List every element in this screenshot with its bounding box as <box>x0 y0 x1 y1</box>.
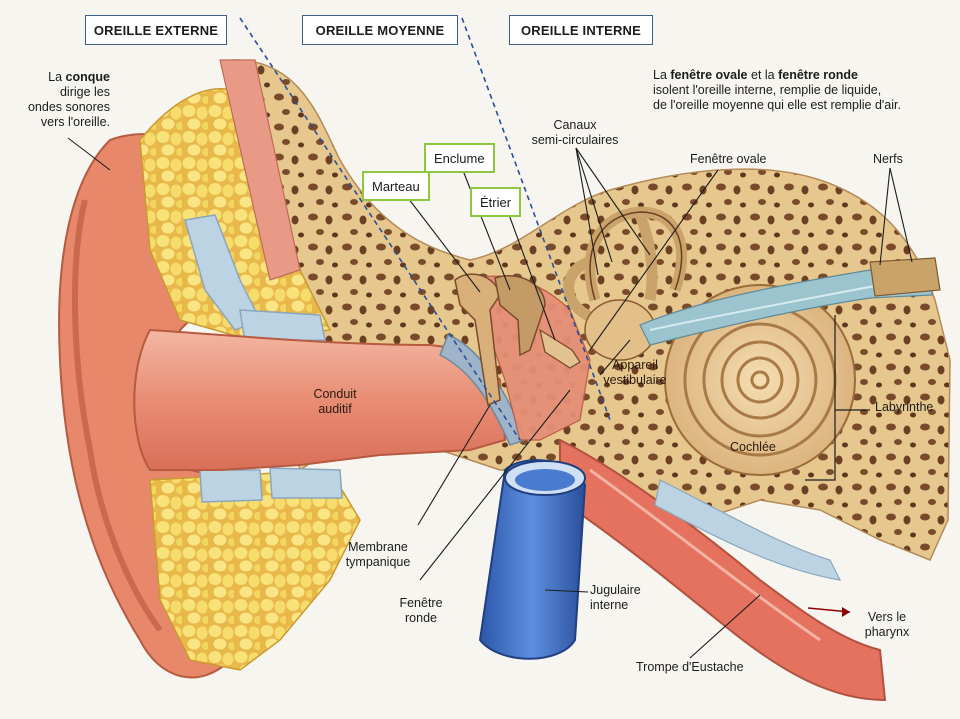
membrane-line2: tympanique <box>346 555 411 569</box>
label-jugulaire-interne: Jugulaire interne <box>590 583 641 613</box>
label-labyrinthe: Labyrinthe <box>875 400 933 415</box>
appareil-line1: Appareil <box>612 358 658 372</box>
windows-line2: isolent l'oreille interne, remplie de li… <box>653 83 881 97</box>
jugulaire-line1: Jugulaire <box>590 583 641 597</box>
jugulaire-line2: interne <box>590 598 628 612</box>
label-appareil-vestibulaire: Appareil vestibulaire <box>590 358 680 388</box>
canaux-line2: semi-circulaires <box>532 133 619 147</box>
conduit-line1: Conduit <box>313 387 356 401</box>
vers-line1: Vers le <box>868 610 906 624</box>
label-membrane-tympanique: Membrane tympanique <box>333 540 423 570</box>
label-cochlee: Cochlée <box>730 440 776 455</box>
label-conduit-auditif: Conduit auditif <box>300 387 370 417</box>
label-fenetre-ovale: Fenêtre ovale <box>690 152 766 167</box>
windows-et: et la <box>748 68 779 82</box>
label-canaux: Canaux semi-circulaires <box>520 118 630 148</box>
region-middle-ear: OREILLE MOYENNE <box>302 15 458 45</box>
region-internal-ear: OREILLE INTERNE <box>509 15 653 45</box>
conque-bold: conque <box>66 70 110 84</box>
windows-note: La fenêtre ovale et la fenêtre ronde iso… <box>653 68 953 113</box>
membrane-line1: Membrane <box>348 540 408 554</box>
conque-line3: ondes sonores <box>28 100 110 114</box>
canaux-line1: Canaux <box>553 118 596 132</box>
label-marteau: Marteau <box>362 171 430 201</box>
windows-line3: de l'oreille moyenne qui elle est rempli… <box>653 98 901 112</box>
label-vers-pharynx: Vers le pharynx <box>852 610 922 640</box>
conque-line4: vers l'oreille. <box>41 115 110 129</box>
fenetre-ronde-line2: ronde <box>405 611 437 625</box>
region-external-ear: OREILLE EXTERNE <box>85 15 227 45</box>
conque-note: La conque dirige les ondes sonores vers … <box>20 70 110 130</box>
windows-bold-ronde: fenêtre ronde <box>778 68 858 82</box>
label-nerfs: Nerfs <box>873 152 903 167</box>
label-trompe-eustache: Trompe d'Eustache <box>636 660 744 675</box>
vers-line2: pharynx <box>865 625 909 639</box>
conduit-line2: auditif <box>318 402 351 416</box>
windows-bold-ovale: fenêtre ovale <box>670 68 747 82</box>
label-etrier: Étrier <box>470 187 521 217</box>
label-enclume: Enclume <box>424 143 495 173</box>
fenetre-ronde-line1: Fenêtre <box>399 596 442 610</box>
conque-line2: dirige les <box>60 85 110 99</box>
conque-pre: La <box>48 70 65 84</box>
label-fenetre-ronde: Fenêtre ronde <box>390 596 452 626</box>
windows-la: La <box>653 68 670 82</box>
appareil-line2: vestibulaire <box>603 373 666 387</box>
